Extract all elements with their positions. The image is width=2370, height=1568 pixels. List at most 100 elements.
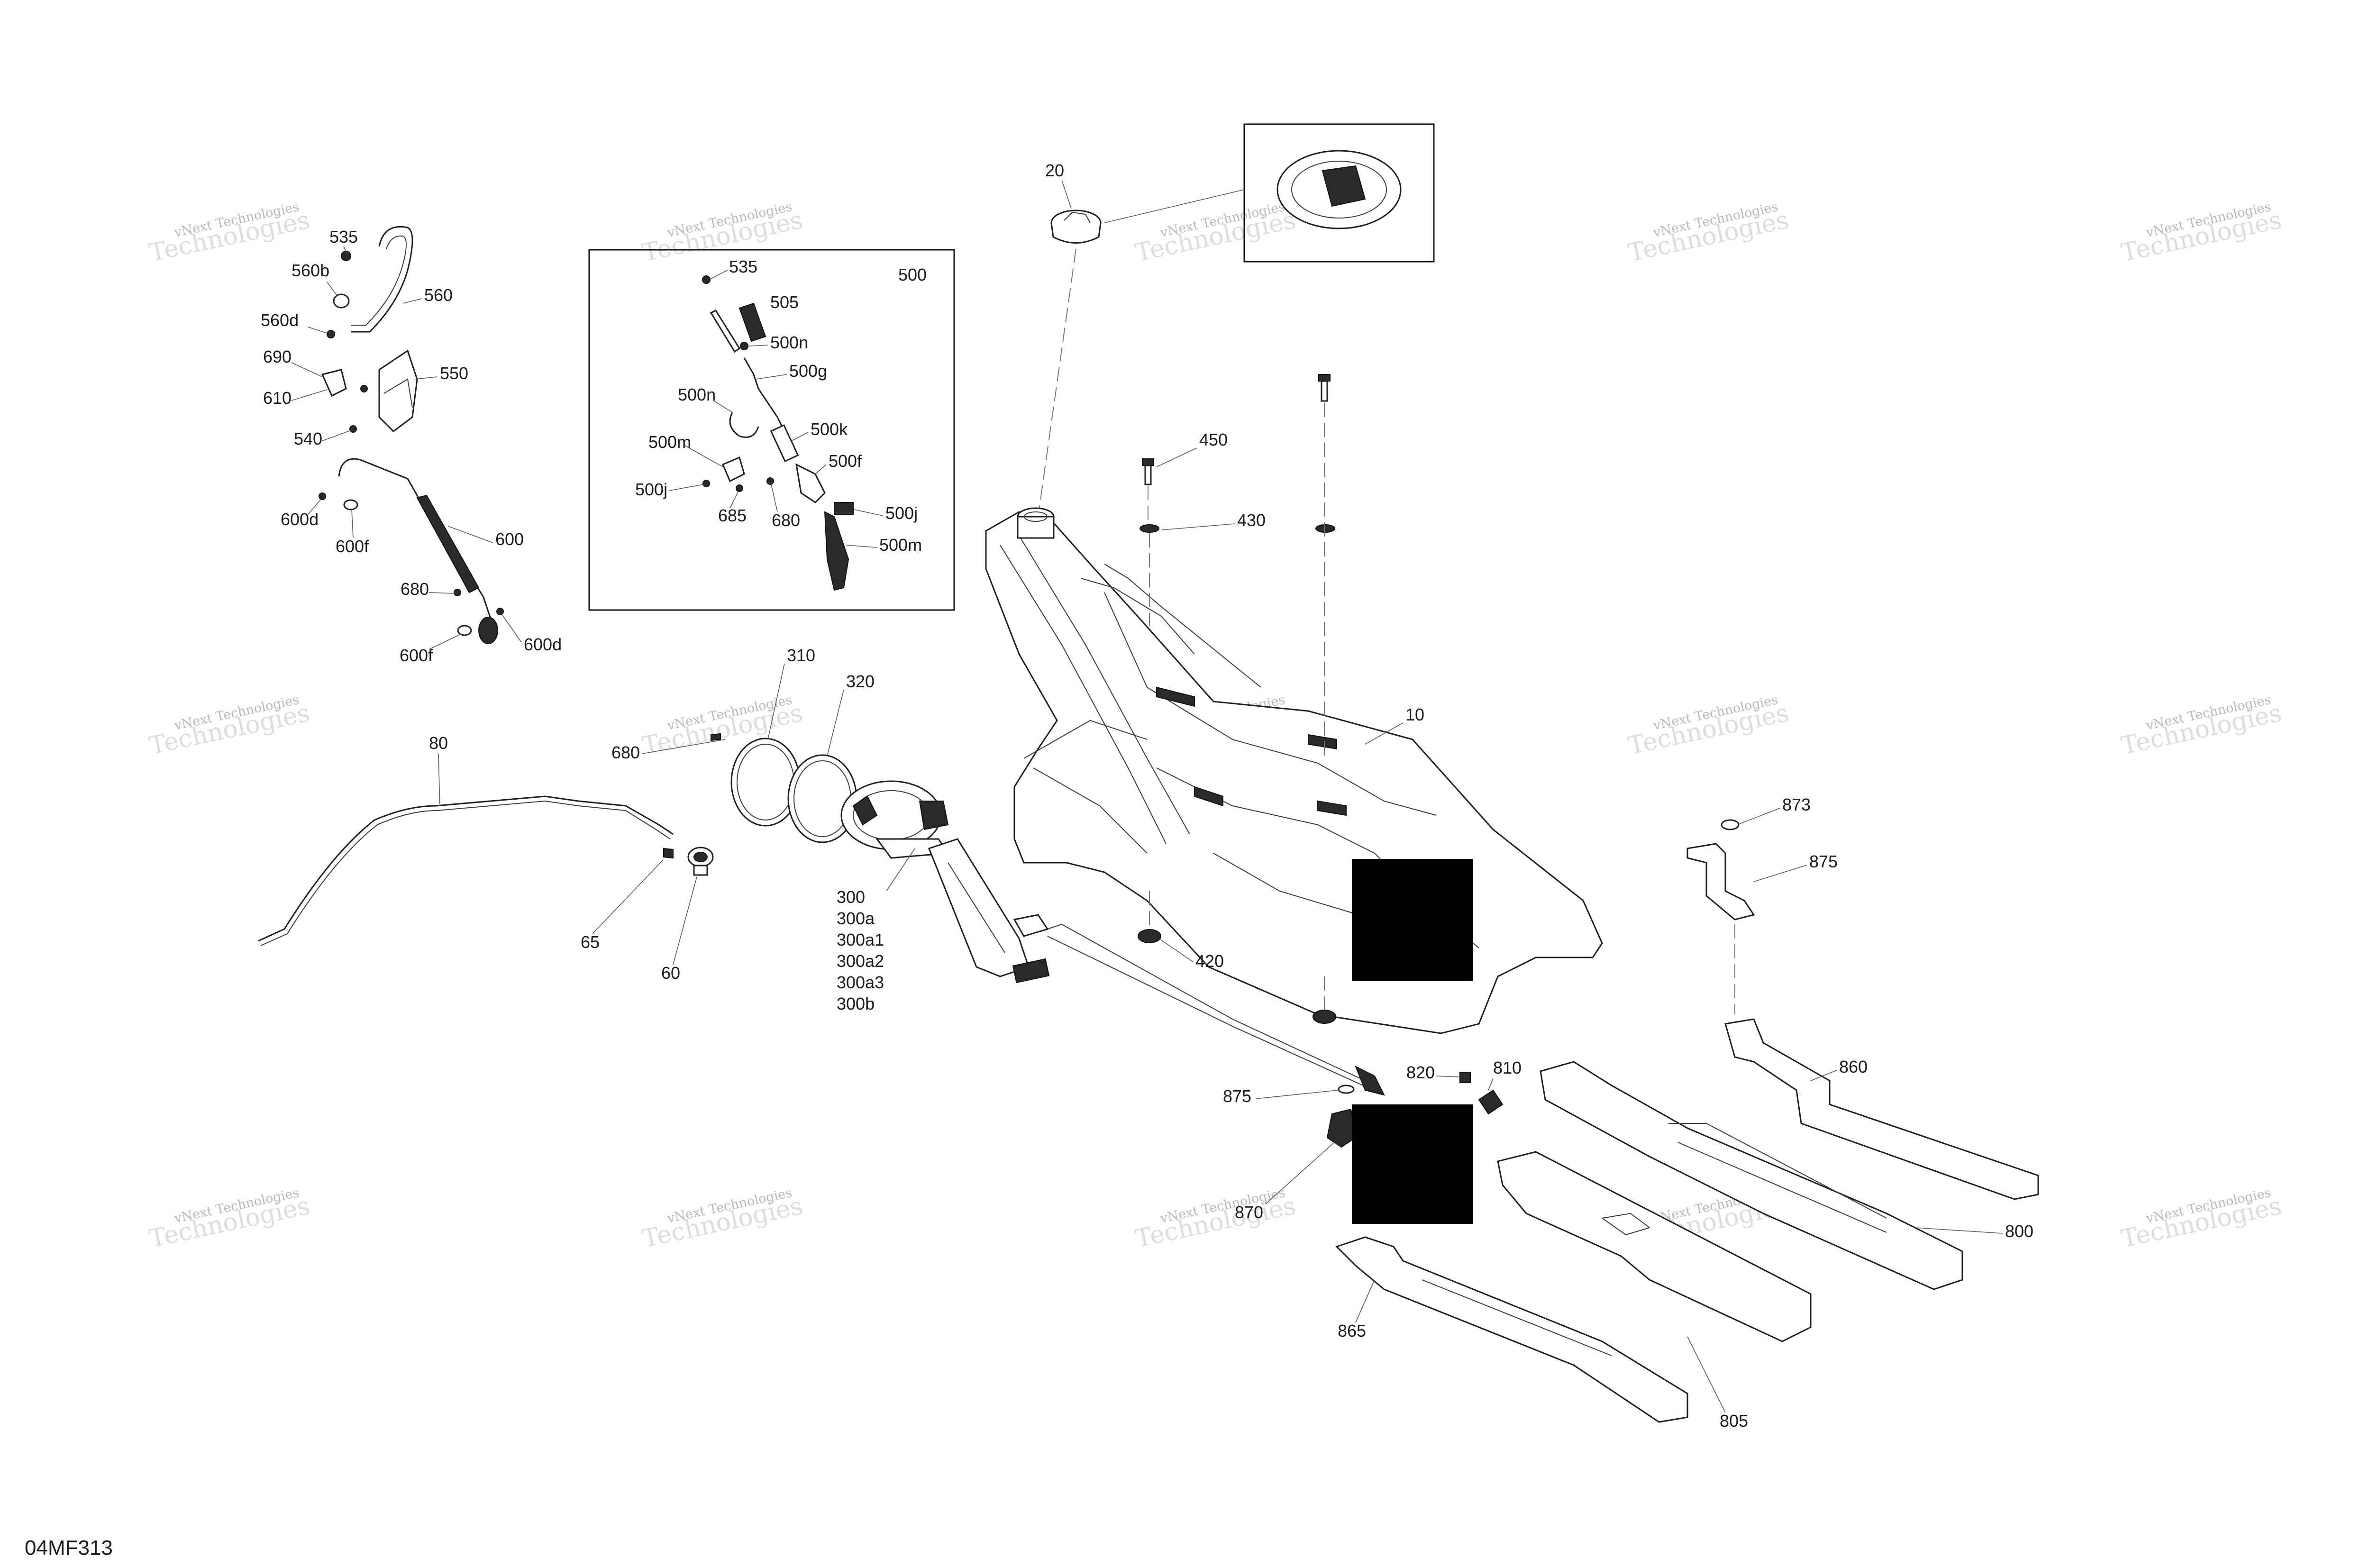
- leader-line: [767, 663, 785, 740]
- leader-line: [713, 400, 733, 413]
- bolt-450: [1142, 458, 1154, 485]
- callout-680-ring: 680: [611, 743, 640, 762]
- callout-10: 10: [1405, 705, 1424, 724]
- fuel-pump-assembly: 310 320 680 300 300a 300a1 300a2 300a3 3…: [611, 646, 1385, 1096]
- tube-535: [710, 310, 741, 353]
- tank-rib: [1104, 564, 1261, 688]
- callout-300a: 300a: [837, 909, 875, 928]
- leader-line: [592, 860, 663, 934]
- callout-300a1: 300a1: [837, 930, 884, 949]
- callout-680: 680: [401, 579, 429, 599]
- rail-860: [1724, 1018, 2039, 1200]
- clip-500j-2: [834, 502, 854, 515]
- tank-fasteners: 450 430 420: [1138, 374, 1336, 1024]
- tank-edge: [1019, 535, 1190, 835]
- fuel-tank: 10: [985, 507, 1603, 1034]
- hose-600-end: [478, 617, 498, 644]
- inset-500: 500 535 505 500n 500g 500n 500k 500m 500…: [588, 249, 955, 611]
- leader-line: [771, 484, 778, 512]
- fuel-pump-edge: [948, 862, 1005, 953]
- callout-560b: 560b: [292, 261, 329, 280]
- inset-callout-680: 680: [772, 511, 800, 530]
- fitting-535-inset: [702, 275, 711, 284]
- leader-line: [428, 634, 461, 650]
- callout-873: 873: [1782, 795, 1811, 814]
- plate-800-edge: [1677, 1142, 1887, 1233]
- cap-inner-ring: [1291, 161, 1387, 219]
- leader-line: [642, 739, 726, 754]
- leader-line: [291, 389, 328, 401]
- leader-line: [673, 876, 697, 965]
- callout-65: 65: [581, 932, 600, 952]
- plate-865: [1335, 1236, 1688, 1423]
- inset-callout-500m-2: 500m: [879, 535, 922, 555]
- leader-line: [711, 270, 728, 279]
- fuel-pump-strainer: [1013, 914, 1049, 937]
- callout-535: 535: [329, 227, 358, 246]
- floor-plates: 800 805 865: [1335, 1061, 2033, 1431]
- callout-450: 450: [1199, 430, 1228, 449]
- plate-800-edge: [1668, 1123, 1887, 1219]
- nut-820: [1459, 1072, 1471, 1083]
- callout-300b: 300b: [837, 994, 875, 1013]
- callout-865: 865: [1338, 1321, 1366, 1340]
- plate-865-edge: [1422, 1279, 1612, 1356]
- inset-callout-500m: 500m: [648, 432, 691, 452]
- filter-500k: [770, 424, 799, 463]
- fitting-560b: [333, 293, 350, 309]
- inset-callout-505: 505: [770, 292, 799, 312]
- fitting-500f: [795, 463, 826, 503]
- screw-560d: [327, 330, 335, 338]
- tank-rib: [1023, 720, 1148, 759]
- leader-line: [308, 327, 328, 334]
- callout-875-b: 875: [1223, 1086, 1251, 1106]
- pump-connector-300b: [1012, 958, 1050, 984]
- callout-600f-2: 600f: [400, 646, 433, 665]
- bracket-875: [1686, 843, 1755, 921]
- hose-560: [351, 226, 413, 333]
- hose-600-sleeve: [416, 494, 480, 593]
- tank-bracket: [1317, 800, 1347, 816]
- callout-810: 810: [1493, 1058, 1522, 1077]
- fuel-pump-flange: [840, 780, 949, 859]
- callout-300a3: 300a3: [837, 973, 884, 992]
- leader-line: [1256, 1090, 1338, 1099]
- bracket-550-edge: [383, 378, 413, 408]
- screw-600d-2: [496, 608, 504, 615]
- lower-bracket-group: 875 870 820 810: [1223, 1058, 1522, 1224]
- leader-line: [291, 362, 323, 377]
- harness-connector: [1355, 1065, 1385, 1096]
- leader-line: [846, 545, 877, 548]
- pump-harness: [1047, 923, 1366, 1081]
- inset-title-500: 500: [898, 265, 927, 284]
- right-bracket-group: 873 875 860: [1686, 795, 2039, 1200]
- cap-label-plate: [1322, 165, 1366, 207]
- clip-610: [321, 369, 347, 397]
- leader-line: [827, 689, 844, 757]
- leader-line: [815, 464, 827, 474]
- plate-805-cutout: [1601, 1212, 1651, 1236]
- fuel-cap-detail: 20: [1038, 123, 1435, 517]
- leader-line: [1104, 189, 1245, 223]
- inset-callout-535: 535: [729, 257, 757, 276]
- callout-560: 560: [424, 285, 453, 305]
- leader-line: [1436, 1076, 1459, 1077]
- leader-line: [351, 509, 354, 538]
- callout-600f: 600f: [336, 537, 369, 556]
- leader-line: [447, 526, 493, 543]
- bracket-550: [378, 349, 418, 432]
- leader-line: [669, 484, 704, 491]
- callout-870: 870: [1235, 1203, 1263, 1222]
- inset-callout-500n-2: 500n: [678, 385, 716, 404]
- nut-873: [1721, 819, 1740, 830]
- callout-430: 430: [1237, 511, 1266, 530]
- callout-20: 20: [1045, 161, 1064, 180]
- inset-callout-500g: 500g: [789, 361, 827, 381]
- fuel-line-group: 535 560b 560 560d 690 550 610 540 600d 6…: [261, 226, 562, 665]
- leader-line: [343, 246, 347, 254]
